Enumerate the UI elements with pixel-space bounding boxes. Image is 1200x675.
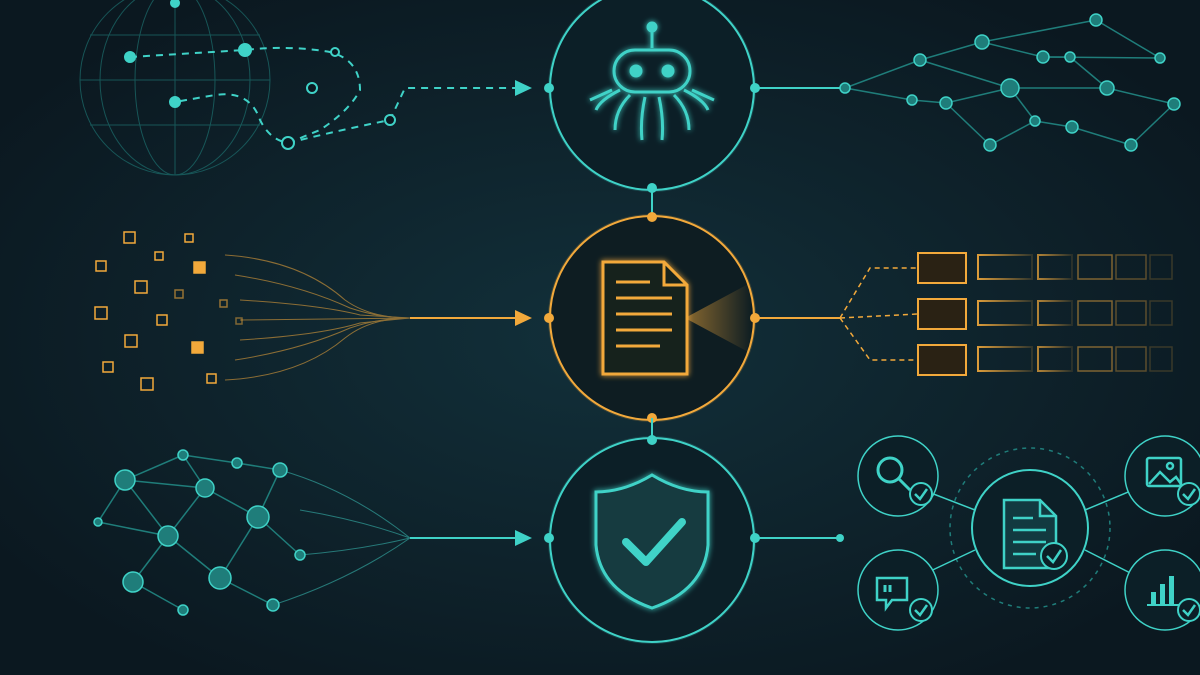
check-icon [1177,482,1200,506]
table-row [917,252,1173,284]
scan-beam [685,282,752,354]
check-icon [1177,598,1200,622]
robot-spider-icon [589,21,715,141]
check-icon [909,482,933,506]
structured-rows [755,252,1173,376]
check-icon [1040,542,1068,570]
shield-check-icon [594,473,710,610]
verified-item-quote [857,549,939,631]
stage-crawl [544,0,760,193]
stage-extract [544,212,760,423]
check-icon [909,598,933,622]
verified-item-search [857,435,939,517]
quote-icon [875,576,909,612]
arrow-head-bottom [515,530,532,546]
document-icon [601,260,689,376]
source-graph [93,449,411,616]
globe-source [79,0,271,176]
stage-verify [544,435,760,644]
funnel-lines [224,254,411,381]
table-row [917,298,1173,330]
verified-item-chart [1124,549,1200,631]
crawl-nodes [124,0,396,150]
arrow-head-middle [515,310,532,326]
verified-item-image [1124,435,1200,517]
bar-chart-icon [1147,576,1179,606]
table-row [917,344,1173,376]
verify-output-dot [836,534,844,542]
crawl-output-network [755,13,1181,152]
search-icon [876,456,912,492]
arrow-head-top [515,80,532,96]
verified-cluster [857,435,1200,631]
verified-item-document [971,469,1089,587]
raw-data-squares [94,231,243,391]
image-icon [1145,456,1183,488]
